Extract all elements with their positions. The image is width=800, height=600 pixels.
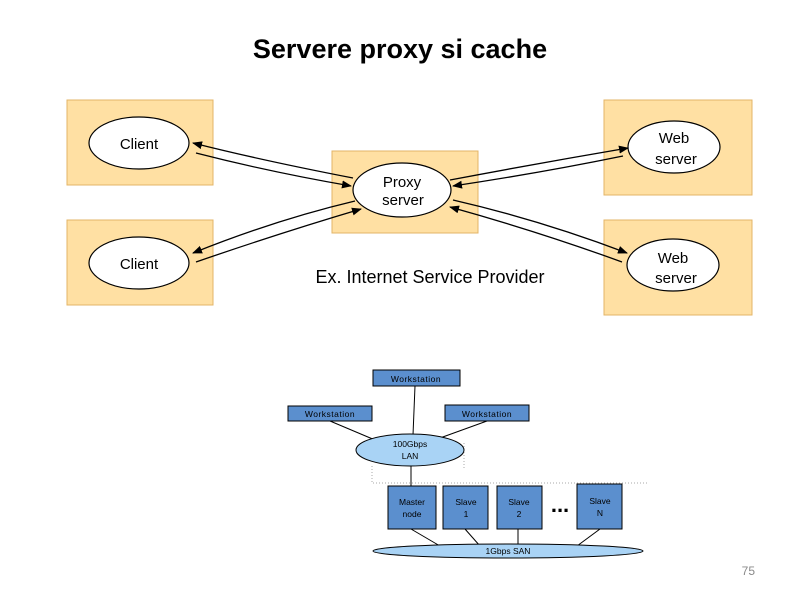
slide-number: 75 xyxy=(741,564,755,578)
arrow-proxy-to-web-2 xyxy=(452,199,628,254)
arrow-client-2-to-proxy xyxy=(195,207,362,263)
proxy-arrows xyxy=(192,141,629,263)
arrow-proxy-to-client-1 xyxy=(192,141,354,179)
cluster-lines xyxy=(329,385,601,547)
slave-node-1: Slave 1 xyxy=(442,485,489,530)
lan-label-line-1: 100Gbps xyxy=(393,439,428,449)
slave-1-line-2: 1 xyxy=(464,509,469,519)
workstation-right-label: Workstation xyxy=(462,409,512,419)
workstation-right: Workstation xyxy=(444,404,530,422)
san-ellipse: 1Gbps SAN xyxy=(372,543,644,559)
client-2-label: Client xyxy=(120,256,159,273)
web-server-1-line-2: server xyxy=(655,151,697,168)
web-server-2-line-2: server xyxy=(655,270,697,287)
slide-title: Servere proxy si cache xyxy=(252,34,548,64)
slave-2-line-2: 2 xyxy=(517,509,522,519)
workstation-left-label: Workstation xyxy=(305,409,355,419)
web-server-1-line-1: Web xyxy=(659,130,690,147)
san-label: 1Gbps SAN xyxy=(486,546,531,556)
cluster-frame xyxy=(371,443,648,484)
arrow-client-1-to-proxy xyxy=(195,152,352,189)
lan-ellipse: 100Gbps LAN xyxy=(355,433,465,467)
arrow-proxy-to-web-1 xyxy=(449,145,629,181)
proxy-label-line-2: server xyxy=(382,192,424,209)
master-node: Master node xyxy=(387,485,437,530)
web-server-box-2: Web server xyxy=(603,219,753,316)
slave-node-2: Slave 2 xyxy=(496,485,543,530)
slave-n-line-2: N xyxy=(597,508,603,518)
web-server-box-1: Web server xyxy=(603,99,753,196)
client-box-1: Client xyxy=(66,99,214,186)
client-box-2: Client xyxy=(66,219,214,306)
workstation-left: Workstation xyxy=(287,405,373,422)
proxy-label-line-1: Proxy xyxy=(383,174,422,191)
proxy-box: Proxy server xyxy=(331,150,479,234)
slave-1-line-1: Slave xyxy=(455,497,477,507)
master-node-line-1: Master xyxy=(399,497,425,507)
master-node-line-2: node xyxy=(403,509,422,519)
web-server-2-line-1: Web xyxy=(658,250,689,267)
client-1-label: Client xyxy=(120,136,159,153)
lan-label-line-2: LAN xyxy=(402,451,419,461)
proxy-diagram: Client Client Proxy server Web server xyxy=(66,99,753,316)
arrow-web-1-to-proxy xyxy=(452,155,624,189)
isp-caption: Ex. Internet Service Provider xyxy=(315,267,544,287)
arrow-proxy-to-client-2 xyxy=(192,200,356,254)
workstation-top-label: Workstation xyxy=(391,374,441,384)
arrow-web-2-to-proxy xyxy=(449,205,623,263)
cluster-diagram: Workstation Workstation Workstation 100G… xyxy=(287,369,648,559)
workstation-top: Workstation xyxy=(372,369,461,387)
slave-2-line-1: Slave xyxy=(508,497,530,507)
slave-n-line-1: Slave xyxy=(589,496,611,506)
nodes-ellipsis: ... xyxy=(551,492,569,517)
slave-node-n: Slave N xyxy=(576,483,623,530)
